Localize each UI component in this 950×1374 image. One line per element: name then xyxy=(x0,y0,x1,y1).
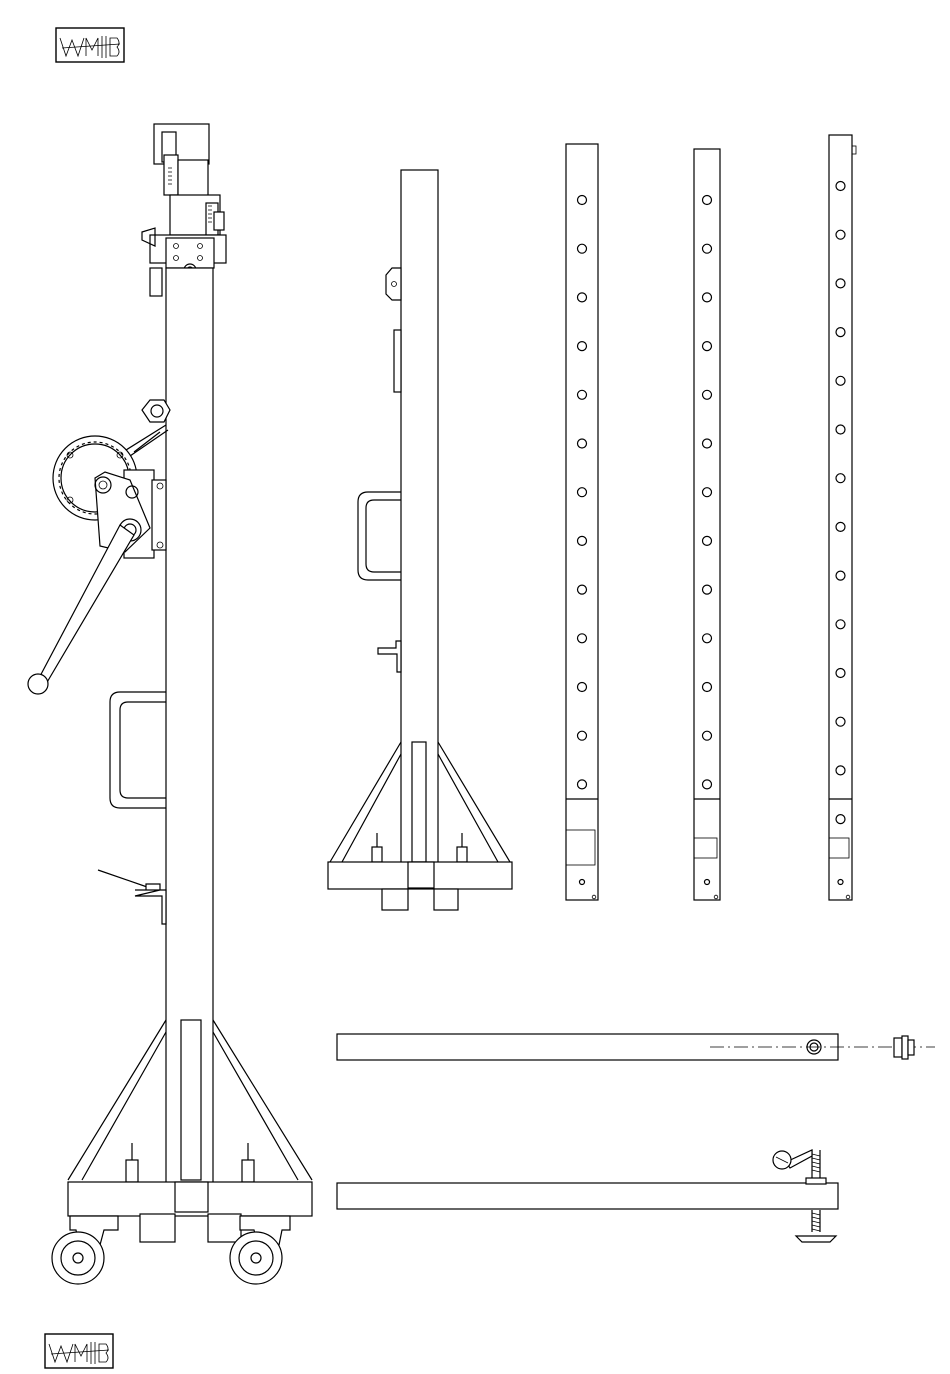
tube-3 xyxy=(829,135,852,900)
tube-1 xyxy=(566,144,598,900)
winch-assembly xyxy=(28,400,170,694)
caster-left xyxy=(52,1216,118,1284)
side-handle xyxy=(110,692,166,808)
tube-2 xyxy=(694,149,720,900)
main-lift-assembly xyxy=(28,124,312,1284)
horizontal-bar-upper xyxy=(337,1034,935,1060)
extension-tubes xyxy=(566,135,856,900)
logo-bottom xyxy=(45,1334,113,1368)
side-view-assembly xyxy=(328,170,512,910)
horizontal-bar-lower xyxy=(337,1150,838,1242)
logo-top xyxy=(56,28,124,62)
